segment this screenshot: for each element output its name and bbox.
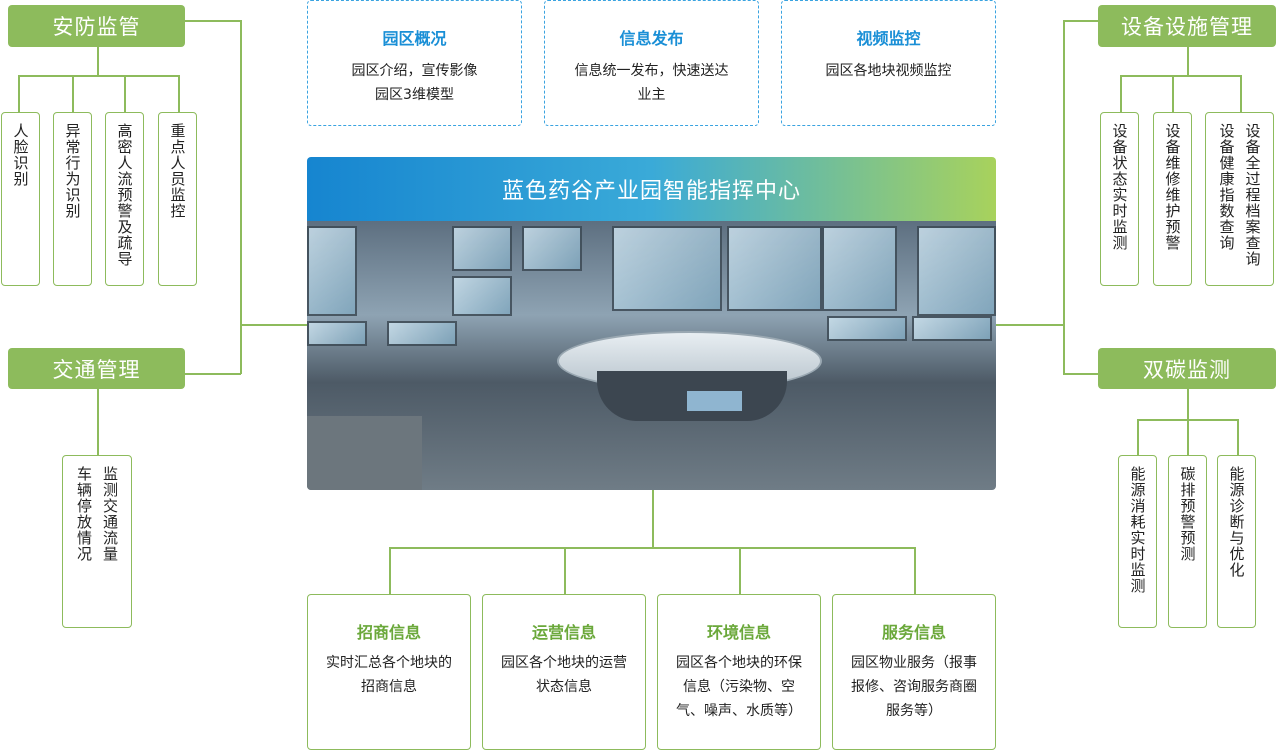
item-label: 设备健康指数查询 xyxy=(1217,123,1236,251)
connector xyxy=(1063,20,1098,22)
equipment-item: 设备维修维护预警 xyxy=(1153,112,1192,286)
connector xyxy=(996,324,1064,326)
item-label: 重点人员监控 xyxy=(168,123,187,219)
card-text: 园区各个地块的运营状态信息 xyxy=(501,655,627,695)
card-title: 运营信息 xyxy=(531,623,596,642)
connector xyxy=(1187,47,1189,75)
carbon-item: 碳排预警预测 xyxy=(1168,455,1207,628)
traffic-item: 监测交通流量车辆停放情况 xyxy=(62,455,132,628)
bottom-card: 招商信息实时汇总各个地块的招商信息 xyxy=(307,594,471,750)
connector xyxy=(914,547,916,594)
item-label: 监测交通流量 xyxy=(101,466,119,562)
item-label: 能源消耗实时监测 xyxy=(1128,466,1147,594)
connector xyxy=(564,547,566,594)
security-title: 安防监管 xyxy=(8,5,185,47)
traffic-title: 交通管理 xyxy=(8,348,185,389)
item-label: 能源诊断与优化 xyxy=(1227,466,1246,578)
connector xyxy=(739,547,741,594)
bottom-card: 运营信息园区各个地块的运营状态信息 xyxy=(482,594,646,750)
card-title: 园区概况 xyxy=(382,29,447,48)
card-line: 业主 xyxy=(637,87,666,103)
connector xyxy=(1237,419,1239,455)
connector xyxy=(389,547,391,594)
card-title: 服务信息 xyxy=(881,623,946,642)
card-line: 园区介绍，宣传影像 xyxy=(351,63,478,79)
carbon-item: 能源消耗实时监测 xyxy=(1118,455,1157,628)
item-label: 碳排预警预测 xyxy=(1178,466,1197,562)
connector xyxy=(185,373,241,375)
item-label: 设备状态实时监测 xyxy=(1110,123,1129,251)
connector xyxy=(1063,20,1065,374)
connector xyxy=(652,490,654,547)
connector xyxy=(240,324,307,326)
bottom-card: 环境信息园区各个地块的环保信息（污染物、空气、噪声、水质等） xyxy=(657,594,821,750)
card-text: 实时汇总各个地块的招商信息 xyxy=(326,655,452,695)
connector xyxy=(1172,75,1174,112)
connector xyxy=(124,75,126,112)
connector xyxy=(240,20,242,374)
equipment-item: 设备状态实时监测 xyxy=(1100,112,1139,286)
top-card: 视频监控园区各地块视频监控 xyxy=(781,0,996,126)
connector xyxy=(1240,75,1242,112)
item-label: 高密人流预警及疏导 xyxy=(115,123,134,267)
bottom-card: 服务信息园区物业服务（报事报修、咨询服务商圈服务等） xyxy=(832,594,996,750)
command-center: 蓝色药谷产业园智能指挥中心 xyxy=(307,157,996,490)
carbon-item: 能源诊断与优化 xyxy=(1217,455,1256,628)
item-label: 车辆停放情况 xyxy=(75,466,93,562)
connector xyxy=(1187,419,1189,455)
item-label: 设备维修维护预警 xyxy=(1163,123,1182,251)
security-item: 人脸识别 xyxy=(1,112,40,286)
item-label: 设备全过程档案查询 xyxy=(1243,123,1262,267)
connector xyxy=(1120,75,1241,77)
connector xyxy=(1187,389,1189,419)
card-line: 园区3维模型 xyxy=(375,87,454,103)
security-item: 重点人员监控 xyxy=(158,112,197,286)
card-line: 园区各地块视频监控 xyxy=(825,63,952,79)
connector xyxy=(185,20,241,22)
top-card: 园区概况园区介绍，宣传影像园区3维模型 xyxy=(307,0,522,126)
card-title: 视频监控 xyxy=(856,29,921,48)
connector xyxy=(1063,373,1098,375)
card-title: 环境信息 xyxy=(706,623,771,642)
connector xyxy=(1137,419,1139,455)
connector xyxy=(178,75,180,112)
connector xyxy=(97,47,99,75)
connector xyxy=(72,75,74,112)
card-text: 园区各个地块的环保信息（污染物、空气、噪声、水质等） xyxy=(676,655,802,719)
security-item: 异常行为识别 xyxy=(53,112,92,286)
top-card: 信息发布信息统一发布，快速送达业主 xyxy=(544,0,759,126)
equipment-item: 设备全过程档案查询设备健康指数查询 xyxy=(1205,112,1274,286)
carbon-title: 双碳监测 xyxy=(1098,348,1276,389)
card-title: 信息发布 xyxy=(619,29,684,48)
item-label: 异常行为识别 xyxy=(63,123,82,219)
control-room-image xyxy=(307,221,996,490)
item-label: 人脸识别 xyxy=(11,123,30,187)
card-line: 信息统一发布，快速送达 xyxy=(574,63,729,79)
card-title: 招商信息 xyxy=(356,623,421,642)
card-text: 园区物业服务（报事报修、咨询服务商圈服务等） xyxy=(851,655,977,719)
connector xyxy=(389,547,915,549)
connector xyxy=(18,75,20,112)
equipment-title: 设备设施管理 xyxy=(1098,5,1276,47)
connector xyxy=(97,389,99,455)
connector xyxy=(18,75,179,77)
security-item: 高密人流预警及疏导 xyxy=(105,112,144,286)
connector xyxy=(1120,75,1122,112)
center-title: 蓝色药谷产业园智能指挥中心 xyxy=(307,157,996,221)
